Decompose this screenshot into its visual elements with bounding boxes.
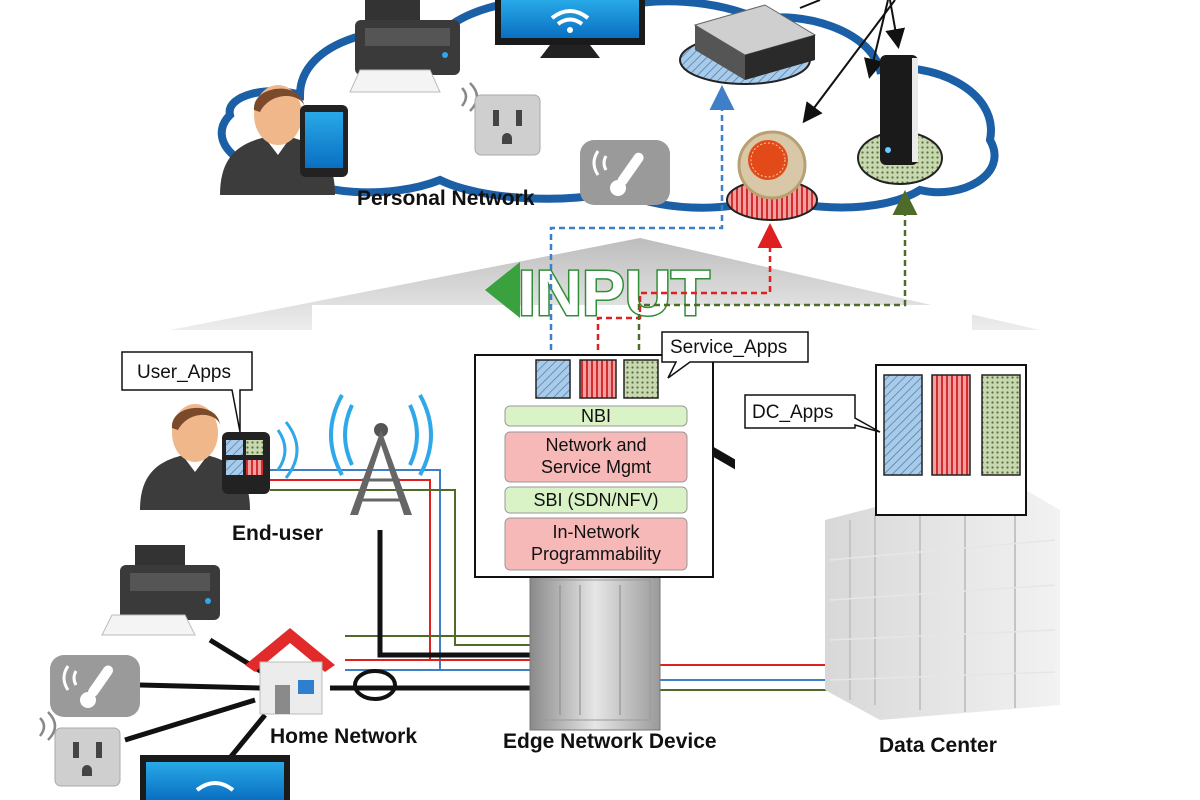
outlet-icon: [460, 82, 541, 156]
end-user-label: End-user: [232, 522, 323, 545]
home-printer-icon: [101, 545, 220, 636]
stack-layer-box: [504, 517, 688, 571]
stack-layer: NBI: [504, 405, 688, 427]
stack-layer-label: SBI (SDN/NFV): [533, 490, 658, 510]
edge-network-device-label: Edge Network Device: [503, 730, 717, 753]
dc-app-red: [931, 374, 971, 476]
input-banner: INPUT: [485, 256, 712, 331]
dc-app-green: [981, 374, 1021, 476]
service-app-green: [623, 359, 659, 399]
stack-layer-box: [504, 486, 688, 514]
dc-apps-callout: DC_Apps: [744, 394, 881, 433]
stack-layer-label: Programmability: [531, 544, 661, 564]
home-monitor-icon: [140, 755, 290, 800]
stack-layer-label: Network and: [545, 435, 646, 455]
house-icon: [245, 628, 335, 715]
user-apps-label: User_Apps: [137, 362, 231, 383]
edge-network-device: [529, 569, 661, 731]
data-center-icon: [825, 475, 1060, 720]
stack-layer-box: [504, 405, 688, 427]
set-top-box-icon: [679, 4, 817, 470]
service-apps-callout: Service_Apps: [661, 331, 809, 379]
end-user-icon: [140, 404, 250, 510]
data-center-label: Data Center: [879, 734, 997, 757]
thermostat-icon: [580, 140, 670, 205]
home-thermostat-icon: [50, 655, 140, 717]
cell-tower-icon: [329, 394, 433, 515]
stack-layer-label: In-Network: [552, 522, 640, 542]
home-outlet-icon: [38, 711, 121, 787]
dc-apps-label: DC_Apps: [752, 402, 833, 423]
smartphone-icon: [300, 105, 348, 177]
router-icon: [857, 55, 943, 185]
user-apps-callout: User_Apps: [121, 351, 253, 433]
dc-app-blue: [883, 374, 923, 476]
personal-network-label: Personal Network: [357, 187, 535, 210]
home-network-label: Home Network: [270, 725, 417, 748]
roof: [170, 238, 1040, 350]
stack-layer-label: Service Mgmt: [541, 457, 651, 477]
uplink-arrows: [799, 0, 906, 124]
stack-layer-box: [504, 431, 688, 483]
dc-apps-panel: [875, 364, 1027, 516]
service-apps-label: Service_Apps: [670, 337, 787, 358]
dashed-links: [549, 85, 918, 360]
stack-layer: SBI (SDN/NFV): [504, 486, 688, 514]
printer-icon: [349, 0, 460, 93]
monitor-icon: [495, 0, 645, 58]
service-app-blue: [535, 359, 571, 399]
end-user-phone-icon: [222, 421, 299, 494]
service-app-red: [579, 359, 617, 399]
stack-layer-label: NBI: [581, 406, 611, 426]
smart-thermostat-icon: [726, 130, 818, 221]
